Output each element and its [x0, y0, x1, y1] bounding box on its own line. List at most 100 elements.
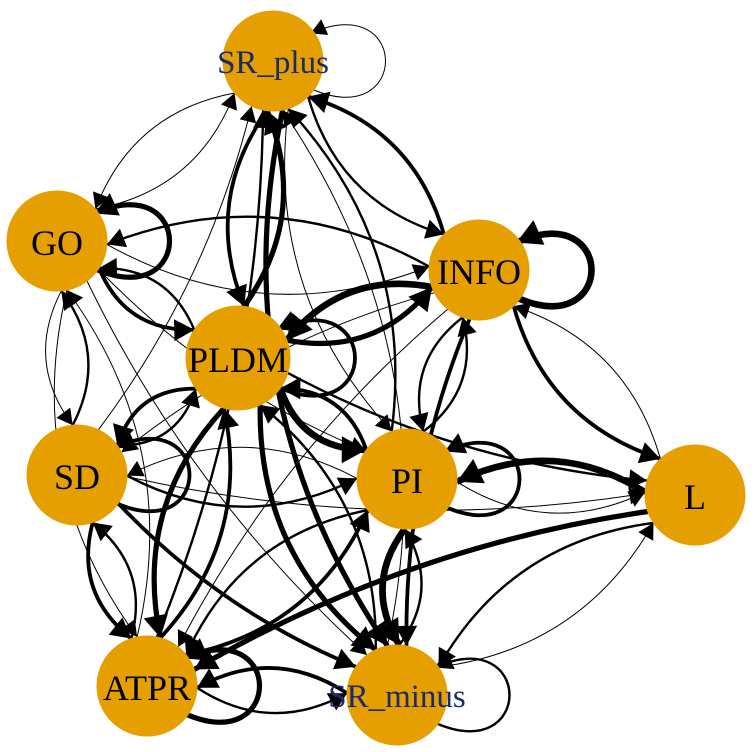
- edge-INFO-to-PI: [409, 316, 464, 432]
- edge-arrowhead: [456, 459, 485, 484]
- edge-line: [282, 109, 405, 647]
- edge-arrowhead: [113, 423, 134, 446]
- edge-arrowhead: [184, 634, 203, 655]
- edge-PI-to-ATPR: [184, 508, 369, 656]
- edge-arrowhead: [197, 668, 220, 688]
- edge-line: [45, 290, 74, 426]
- edge-line: [185, 509, 370, 657]
- edge-SD-to-PLDM: [117, 388, 200, 447]
- node-info: INFO: [428, 219, 530, 321]
- node-label: SR_plus: [217, 45, 329, 81]
- edge-line: [511, 305, 661, 461]
- edge-line: [86, 280, 368, 656]
- edge-arrowhead: [408, 287, 432, 313]
- node-label: SR_minus: [328, 679, 466, 715]
- edge-arrowhead: [349, 510, 370, 533]
- edge-arrowhead: [127, 460, 145, 477]
- edge-line: [159, 407, 233, 640]
- edge-line: [515, 230, 595, 310]
- node-circle: [6, 190, 108, 292]
- edge-arrowhead: [424, 219, 444, 239]
- node-pldm: PLDM: [185, 305, 291, 411]
- node-circle: [346, 644, 448, 746]
- edge-L-to-SR_minus: [437, 521, 654, 668]
- edges-layer: [45, 19, 661, 733]
- edge-ATPR-to-PI: [185, 509, 370, 657]
- edge-arrowhead: [438, 646, 456, 668]
- edge-arrowhead: [56, 407, 73, 426]
- edge-SR_minus-to-ATPR: [196, 666, 349, 695]
- edge-arrowhead: [310, 19, 329, 35]
- edge-arrowhead: [638, 522, 654, 541]
- node-circle: [356, 428, 458, 530]
- edge-arrowhead: [404, 528, 423, 550]
- edge-arrowhead: [194, 647, 220, 670]
- edge-L-to-INFO: [513, 302, 661, 460]
- edge-arrowhead: [106, 228, 128, 248]
- edge-SR_minus-to-PI: [398, 528, 423, 646]
- node-circle: [428, 219, 530, 321]
- node-label: L: [684, 477, 706, 517]
- edge-line: [438, 522, 654, 668]
- node-go: GO: [6, 190, 108, 292]
- edge-SD-to-ATPR: [86, 522, 133, 640]
- edge-line: [434, 657, 511, 733]
- edge-line: [310, 24, 386, 98]
- edge-INFO-to-PLDM: [284, 280, 433, 343]
- edge-INFO-to-L: [511, 305, 661, 464]
- edge-line: [276, 318, 357, 398]
- edge-line: [437, 521, 654, 668]
- node-circle: [26, 424, 128, 526]
- edge-arrowhead: [94, 193, 120, 216]
- edge-arrowhead: [627, 491, 646, 507]
- edge-arrowhead: [411, 264, 430, 281]
- edge-arrowhead: [143, 613, 168, 638]
- edge-line: [151, 406, 227, 639]
- edge-SR_plus-to-GO: [93, 92, 235, 210]
- edge-line: [306, 96, 445, 236]
- edge-SR_minus-to-PLDM: [259, 404, 377, 650]
- edge-arrowhead: [308, 91, 331, 113]
- edge-line: [106, 243, 430, 295]
- edge-line: [257, 404, 378, 652]
- edge-GO-to-INFO: [106, 243, 430, 295]
- edge-PLDM-to-SR_minus: [257, 404, 378, 652]
- edge-arrowhead: [286, 312, 313, 341]
- edge-arrowhead: [93, 191, 109, 209]
- edge-L-to-PI: [455, 457, 647, 495]
- edge-arrowhead: [217, 408, 239, 430]
- edge-line: [225, 109, 269, 308]
- edge-INFO-to-SR_plus: [307, 91, 446, 235]
- edge-line: [513, 305, 661, 460]
- edge-arrowhead: [226, 283, 247, 307]
- edge-line: [307, 94, 446, 235]
- edge-ATPR-to-SD: [91, 521, 138, 639]
- edge-arrowhead: [99, 257, 118, 278]
- edge-SR_plus-to-INFO: [306, 96, 445, 239]
- edge-line: [94, 92, 235, 210]
- edge-SR_minus-to-L: [438, 522, 654, 668]
- edge-PI-to-PLDM: [280, 377, 369, 451]
- edge-SR_plus-to-PLDM: [225, 109, 269, 308]
- edge-PI-to-SD: [126, 446, 358, 479]
- node-circle: [222, 10, 324, 112]
- node-circle: [644, 444, 746, 546]
- edge-line: [259, 404, 377, 650]
- edge-line: [66, 289, 151, 638]
- edge-arrowhead: [239, 106, 257, 124]
- edge-PI-to-SR_minus: [375, 526, 408, 647]
- edge-SR_minus-to-SR_plus: [282, 109, 405, 647]
- node-circle: [96, 635, 198, 737]
- edge-PLDM-to-ATPR: [143, 406, 227, 639]
- edge-arrowhead: [264, 110, 287, 136]
- node-label: PLDM: [188, 340, 288, 380]
- edge-PI-to-SR_plus: [287, 107, 397, 432]
- node-sr-plus: SR_plus: [217, 10, 329, 112]
- edge-arrowhead: [350, 626, 376, 650]
- edge-arrowhead: [280, 377, 301, 400]
- edge-arrowhead: [66, 290, 84, 308]
- edge-line: [443, 440, 522, 518]
- edge-arrowhead: [221, 93, 237, 111]
- node-l: L: [644, 444, 746, 546]
- node-pi: PI: [356, 428, 458, 530]
